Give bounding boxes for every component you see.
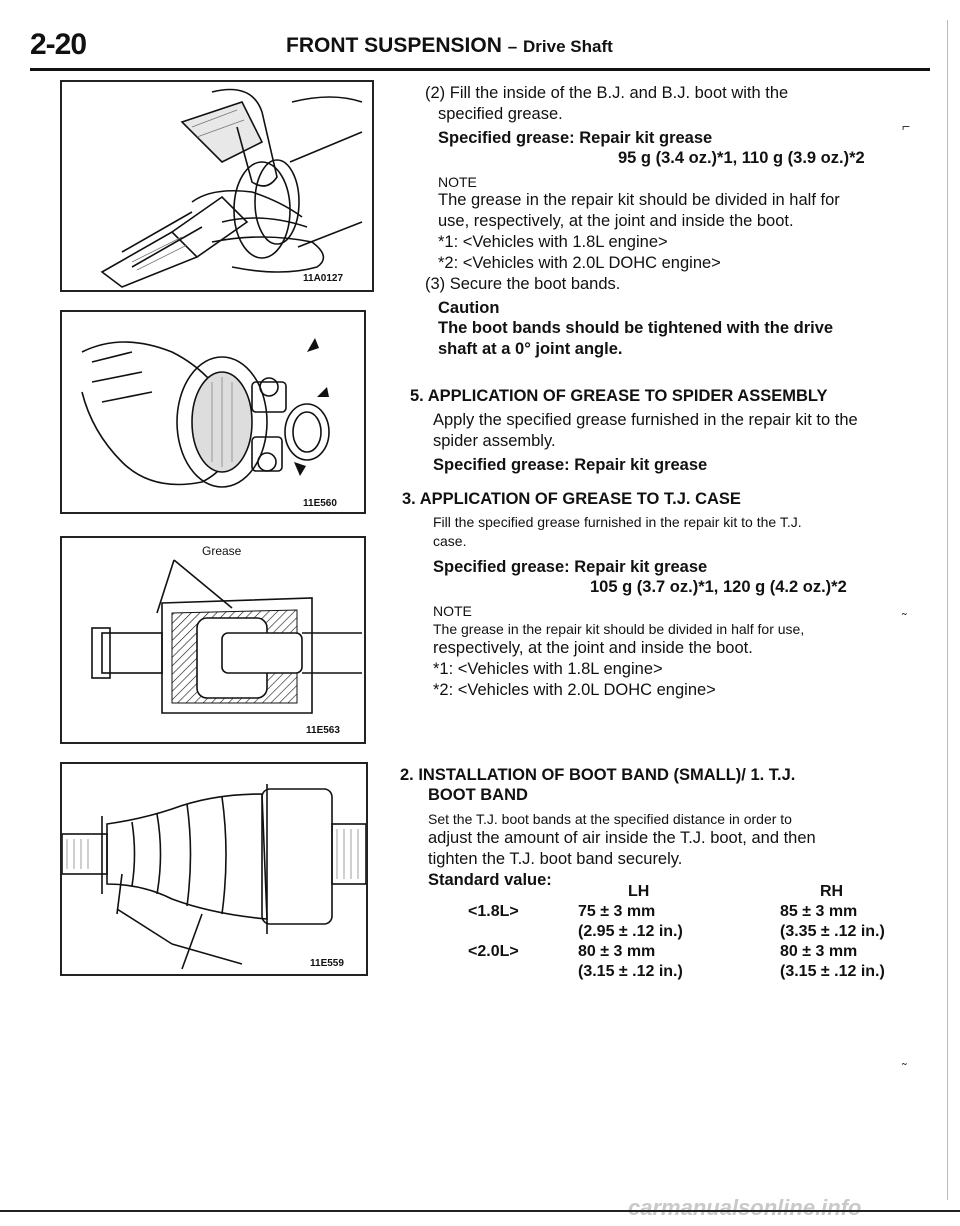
section-2-heading-line-2: BOOT BAND [428,786,528,804]
right-margin-rule [947,20,948,1200]
table-row: (2.95 ± .12 in.) (3.35 ± .12 in.) [468,923,960,943]
section-title: FRONT SUSPENSION [286,34,502,57]
section-2-line-1: Set the T.J. boot bands at the specified… [428,811,792,827]
standard-value-table: LH RH <1.8L> 75 ± 3 mm 85 ± 3 mm (2.95 ±… [468,883,960,983]
figure-boot-band [60,762,368,976]
section-2-line-2: adjust the amount of air inside the T.J.… [428,829,816,847]
rh-2.0l-mm: 80 ± 3 mm [780,943,858,960]
figure-code-4: 11E559 [310,958,344,969]
engine-1.8l: <1.8L> [468,903,519,920]
section-3-line-1: Fill the specified grease furnished in t… [433,514,802,530]
section-5-line-2: spider assembly. [433,432,556,450]
grease-label: Grease [202,544,242,558]
section-5-heading: 5. APPLICATION OF GREASE TO SPIDER ASSEM… [410,387,828,405]
footer-watermark: carmanualsonline.info [628,1195,862,1220]
lh-1.8l-mm: 75 ± 3 mm [578,903,656,920]
figure-code-1: 11A0127 [303,273,344,284]
section-3-note-label: NOTE [433,603,472,619]
section-3-spec-label: Specified grease: Repair kit grease [433,558,708,576]
engine-2.0l: <2.0L> [468,943,519,960]
lh-1.8l-in: (2.95 ± .12 in.) [578,923,683,940]
column-rh: RH [820,883,844,900]
step-2-line-2: specified grease. [438,105,563,123]
figure-code-2: 11E560 [303,498,337,509]
step-2-spec-values: 95 g (3.4 oz.)*1, 110 g (3.9 oz.)*2 [618,149,865,167]
step-2-footnote-1: *1: <Vehicles with 1.8L engine> [438,233,668,251]
standard-value-label: Standard value: [428,871,552,889]
margin-mark: ˜ [902,610,907,626]
step-2-footnote-2: *2: <Vehicles with 2.0L DOHC engine> [438,254,721,272]
section-5-spec: Specified grease: Repair kit grease [433,456,708,474]
lh-2.0l-mm: 80 ± 3 mm [578,943,656,960]
step-2-note-line-2: use, respectively, at the joint and insi… [438,212,794,230]
section-3-heading: 3. APPLICATION OF GREASE TO T.J. CASE [402,490,741,508]
step-2-spec-label: Specified grease: Repair kit grease [438,129,713,147]
lh-2.0l-in: (3.15 ± .12 in.) [578,963,683,980]
section-2-heading-line-1: 2. INSTALLATION OF BOOT BAND (SMALL)/ 1.… [400,766,796,784]
step-2-note-line-1: The grease in the repair kit should be d… [438,191,840,209]
table-row: (3.15 ± .12 in.) (3.15 ± .12 in.) [468,963,960,983]
figure-boot-grease [60,80,374,292]
rh-2.0l-in: (3.15 ± .12 in.) [780,963,885,980]
section-3-line-2: case. [433,533,467,549]
step-3-caution-line-2: shaft at a 0° joint angle. [438,340,623,358]
step-3-caution-label: Caution [438,299,500,317]
table-row: <2.0L> 80 ± 3 mm 80 ± 3 mm [468,943,960,963]
margin-mark: ˜ [902,1060,907,1076]
step-2-line-1: (2) Fill the inside of the B.J. and B.J.… [425,84,789,102]
figure-tj-case-grease: Grease [60,536,366,744]
rh-1.8l-in: (3.35 ± .12 in.) [780,923,885,940]
table-header-row: LH RH [468,883,960,903]
step-3-caution-line-1: The boot bands should be tightened with … [438,319,834,337]
section-3-note-line-2: respectively, at the joint and inside th… [433,639,753,657]
section-2-line-3: tighten the T.J. boot band securely. [428,850,683,868]
section-3-note-line-1: The grease in the repair kit should be d… [433,621,805,637]
table-row: <1.8L> 75 ± 3 mm 85 ± 3 mm [468,903,960,923]
rh-1.8l-mm: 85 ± 3 mm [780,903,858,920]
section-3-footnote-2: *2: <Vehicles with 2.0L DOHC engine> [433,681,716,699]
step-3-text: (3) Secure the boot bands. [425,275,621,293]
section-3-spec-values: 105 g (3.7 oz.)*1, 120 g (4.2 oz.)*2 [590,578,847,596]
subsection-title: Drive Shaft [523,37,613,56]
step-2-note-label: NOTE [438,174,477,190]
page-title: FRONT SUSPENSION – Drive Shaft [286,34,613,58]
page-number: 2-20 [30,28,87,61]
spider-assembly-illustration [81,338,330,488]
boot-grease-illustration [100,88,363,288]
section-3-footnote-1: *1: <Vehicles with 1.8L engine> [433,660,663,678]
footer-rule [0,1210,960,1212]
header-rule [30,68,930,71]
margin-mark: ⌐ [902,118,911,134]
boot-band-illustration [62,784,366,970]
figure-spider-assembly [60,310,366,514]
column-lh: LH [628,883,650,900]
title-dash: – [507,37,518,56]
section-5-line-1: Apply the specified grease furnished in … [433,411,858,429]
tj-case-illustration [91,559,362,714]
figure-code-3: 11E563 [306,725,340,736]
